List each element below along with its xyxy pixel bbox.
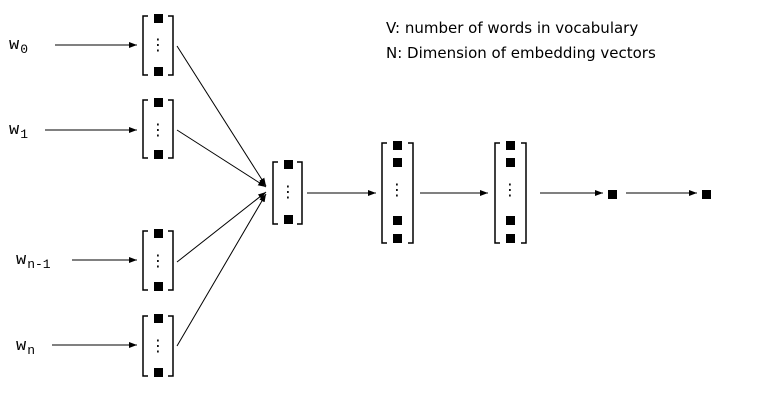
selected-output-square-icon	[608, 190, 617, 199]
input-base: w	[9, 121, 20, 140]
arrow-converge-n	[176, 193, 267, 347]
vertical-ellipsis: ⋮	[150, 336, 166, 355]
input-base: w	[16, 251, 27, 270]
input-vector-n-1: ⋮	[142, 229, 174, 291]
input-base: w	[16, 337, 27, 356]
input-label-wn: wn	[16, 337, 35, 358]
vertical-ellipsis: ⋮	[150, 35, 166, 54]
vertical-ellipsis: ⋮	[502, 180, 518, 199]
filled-square-icon	[393, 234, 402, 243]
vertical-ellipsis: ⋮	[150, 120, 166, 139]
filled-square-icon	[154, 314, 163, 323]
vertical-ellipsis: ⋮	[280, 182, 296, 201]
hidden-vector: ⋮	[272, 160, 303, 225]
filled-square-icon	[506, 158, 515, 167]
input-subscript: 1	[20, 127, 29, 142]
arrow-converge-1	[176, 129, 267, 188]
legend-vocabulary: V: number of words in vocabulary	[386, 19, 639, 37]
filled-square-icon	[506, 141, 515, 150]
arrow-converge-0	[176, 45, 267, 187]
filled-square-icon	[154, 14, 163, 23]
filled-square-icon	[393, 216, 402, 225]
final-output-square-icon	[702, 190, 711, 199]
arrow-converge-n-1	[176, 191, 267, 263]
input-vector-0: ⋮	[142, 14, 174, 76]
filled-square-icon	[506, 234, 515, 243]
filled-square-icon	[284, 215, 293, 224]
vertical-ellipsis: ⋮	[150, 251, 166, 270]
filled-square-icon	[154, 368, 163, 377]
filled-square-icon	[506, 216, 515, 225]
input-base: w	[9, 36, 20, 55]
input-vector-n: ⋮	[142, 314, 174, 377]
vertical-ellipsis: ⋮	[389, 180, 405, 199]
filled-square-icon	[393, 141, 402, 150]
input-vector-1: ⋮	[142, 98, 174, 159]
input-subscript: n	[27, 343, 36, 358]
filled-square-icon	[154, 229, 163, 238]
output-vector-1: ⋮	[381, 141, 414, 244]
input-subscript: 0	[20, 42, 29, 57]
input-label-wn-1: wn-1	[16, 251, 51, 272]
filled-square-icon	[284, 160, 293, 169]
filled-square-icon	[154, 98, 163, 107]
input-subscript: n-1	[27, 257, 51, 272]
filled-square-icon	[154, 282, 163, 291]
filled-square-icon	[154, 67, 163, 76]
filled-square-icon	[393, 158, 402, 167]
filled-square-icon	[154, 150, 163, 159]
input-label-w0: w0	[9, 36, 28, 57]
input-label-w1: w1	[9, 121, 28, 142]
legend-embedding: N: Dimension of embedding vectors	[386, 44, 656, 62]
output-vector-2: ⋮	[494, 141, 527, 244]
